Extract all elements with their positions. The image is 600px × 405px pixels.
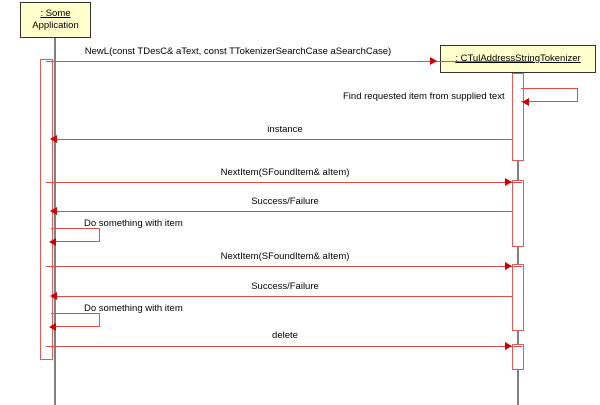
message-arrowhead-instance xyxy=(50,135,57,143)
message-label-delete: delete xyxy=(272,330,298,341)
message-label-newl: NewL(const TDesC& aText, const TTokenize… xyxy=(84,46,392,57)
message-label-do-something-2: Do something with item xyxy=(84,303,183,314)
message-label-success-failure-1: Success/Failure xyxy=(251,196,319,207)
message-arrowhead-find-item xyxy=(522,98,529,106)
activation-tokenizer-1 xyxy=(512,73,524,161)
message-arrowhead-delete xyxy=(505,342,512,350)
message-label-nextitem-2: NextItem(SFoundItem& aItem) xyxy=(220,251,350,262)
activation-tokenizer-2 xyxy=(512,180,524,247)
message-label-find-item: Find requested item from supplied text xyxy=(343,91,505,102)
message-line-success-failure-2[interactable] xyxy=(53,296,512,297)
activation-tokenizer-4 xyxy=(512,344,524,370)
message-arrowhead-do-something-2 xyxy=(49,323,56,331)
message-line-delete[interactable] xyxy=(46,346,522,347)
message-line-nextitem-2[interactable] xyxy=(46,266,522,267)
message-arrowhead-success-failure-1 xyxy=(50,207,57,215)
message-label-success-failure-2: Success/Failure xyxy=(251,281,319,292)
activation-tokenizer-3 xyxy=(512,264,524,331)
message-arrowhead-nextitem-2 xyxy=(505,262,512,270)
message-loop-find-item[interactable] xyxy=(521,88,578,102)
message-loop-do-something-2[interactable] xyxy=(51,313,100,327)
object-application-name: : Some xyxy=(40,8,71,19)
message-arrowhead-success-failure-2 xyxy=(50,292,57,300)
message-line-newl[interactable] xyxy=(46,61,533,62)
lifeline-application xyxy=(54,37,56,405)
message-line-nextitem-1[interactable] xyxy=(46,182,522,183)
message-loop-do-something-1[interactable] xyxy=(51,228,100,242)
message-arrowhead-nextitem-1 xyxy=(505,178,512,186)
message-line-instance[interactable] xyxy=(53,139,512,140)
object-application-class: Application xyxy=(32,20,79,31)
message-label-do-something-1: Do something with item xyxy=(84,218,183,229)
message-arrowhead-do-something-1 xyxy=(49,238,56,246)
message-label-instance: instance xyxy=(267,124,303,135)
object-application[interactable]: : Some Application xyxy=(20,2,91,38)
object-tokenizer[interactable]: : CTulAddressStringTokenizer xyxy=(440,45,596,73)
message-label-nextitem-1: NextItem(SFoundItem& aItem) xyxy=(220,167,350,178)
object-tokenizer-name: : CTulAddressStringTokenizer xyxy=(455,53,581,64)
message-arrowhead-newl xyxy=(430,57,437,65)
message-line-success-failure-1[interactable] xyxy=(53,211,512,212)
